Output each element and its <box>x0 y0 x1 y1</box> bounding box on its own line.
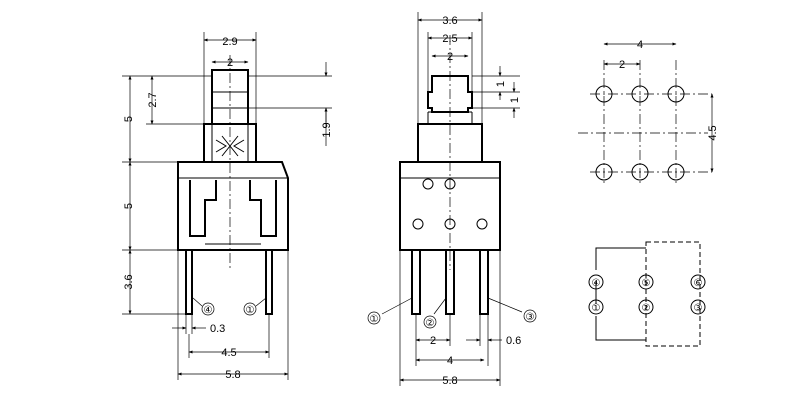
footprint-dim-overall: 4 <box>637 39 643 51</box>
hole-1 <box>595 163 613 181</box>
front-pin-label-4: ④ <box>204 305 213 316</box>
pcb-footprint: 4 2 4.5 <box>578 39 719 185</box>
side-pin-label-3: ③ <box>526 312 535 323</box>
front-pin-right <box>265 249 273 315</box>
side-dim-top-width-outer: 3.6 <box>442 15 457 27</box>
dim-top-width-inner: 2 <box>227 57 233 69</box>
side-pin-1 <box>411 249 421 315</box>
side-pin-label-1: ① <box>370 314 379 325</box>
dim-pin-spacing: 4.5 <box>221 347 236 359</box>
side-dim-pin-width: 0.6 <box>506 335 521 347</box>
schematic-pin-3: ③ <box>694 303 703 314</box>
dim-pin-length: 3.6 <box>123 274 135 289</box>
dim-body-height: 5 <box>123 203 135 209</box>
schematic-dashed-box <box>645 241 701 347</box>
side-pin-label-2: ② <box>426 318 435 329</box>
front-pin-left <box>185 249 193 315</box>
side-dim-step-a: 1 <box>495 81 507 87</box>
hole-4 <box>595 85 613 103</box>
hole-3 <box>667 163 685 181</box>
schematic-pin-4: ④ <box>592 278 601 289</box>
footprint-holes <box>595 85 685 181</box>
side-pin-3 <box>479 249 489 315</box>
dim-cap-offset: 1.9 <box>321 122 333 137</box>
side-dim-pin-spacing: 4 <box>447 355 453 367</box>
side-view: 3.6 2.5 2 1 1 ① ② ③ 2 <box>367 12 537 387</box>
side-dim-pin-spacing-small: 2 <box>430 335 436 347</box>
front-view: 2.9 2 5 5 3.6 2.7 1.9 ④ ① <box>122 32 333 381</box>
side-dim-top-width-mid: 2.5 <box>442 33 457 45</box>
front-pin-label-1: ① <box>246 305 255 316</box>
schematic-pin-5: ⑤ <box>642 278 651 289</box>
dim-top-width-outer: 2.9 <box>222 36 237 48</box>
side-dim-top-width-inner: 2 <box>447 51 453 63</box>
hole-5 <box>631 85 649 103</box>
dim-body-width: 5.8 <box>225 369 240 381</box>
side-dim-body-width: 5.8 <box>442 375 457 387</box>
side-dim-step-b: 1 <box>509 97 521 103</box>
switch-schematic: ④ ⑤ ⑥ ① ② ③ <box>588 241 706 347</box>
dim-upper-height: 5 <box>123 116 135 122</box>
dim-cap-height: 2.7 <box>147 92 159 107</box>
footprint-dim-pitch: 2 <box>619 59 625 71</box>
hole-6 <box>667 85 685 103</box>
schematic-pin-1: ① <box>592 303 601 314</box>
hole-2 <box>631 163 649 181</box>
dim-pin-width: 0.3 <box>210 323 225 335</box>
schematic-pin-6: ⑥ <box>694 278 703 289</box>
schematic-pin-2: ② <box>642 303 651 314</box>
footprint-dim-row: 4.5 <box>707 125 719 140</box>
